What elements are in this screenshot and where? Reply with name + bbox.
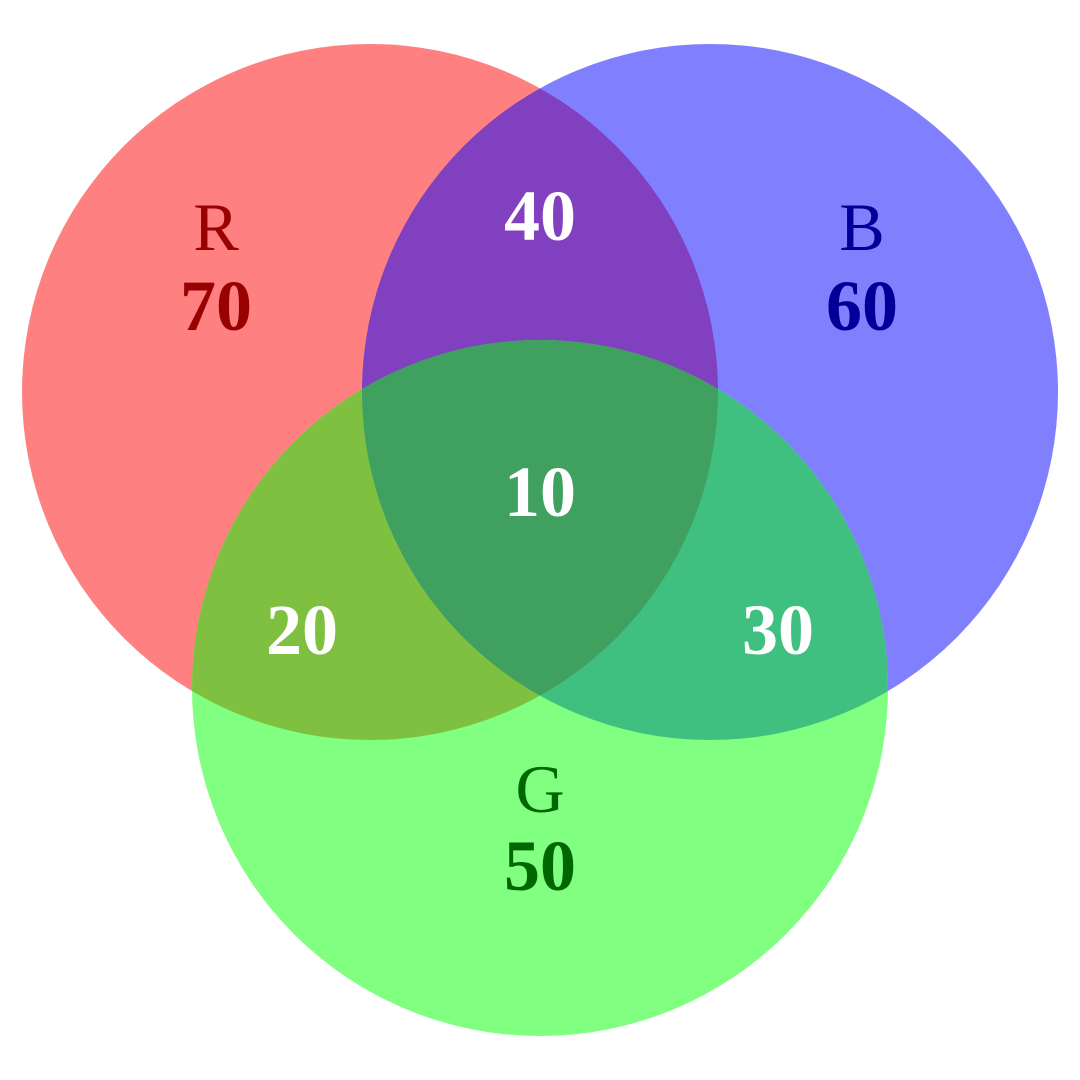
- set-b-count: 60: [826, 266, 898, 346]
- overlap-b-g-count: 30: [742, 590, 814, 670]
- overlap-r-b-g-count: 10: [504, 452, 576, 532]
- set-r-label: R: [193, 189, 239, 265]
- set-b-label: B: [839, 189, 884, 265]
- set-r-count: 70: [180, 266, 252, 346]
- overlap-r-g-count: 20: [266, 590, 338, 670]
- set-g-label: G: [515, 751, 564, 827]
- overlap-r-b-count: 40: [504, 176, 576, 256]
- set-g-count: 50: [504, 826, 576, 906]
